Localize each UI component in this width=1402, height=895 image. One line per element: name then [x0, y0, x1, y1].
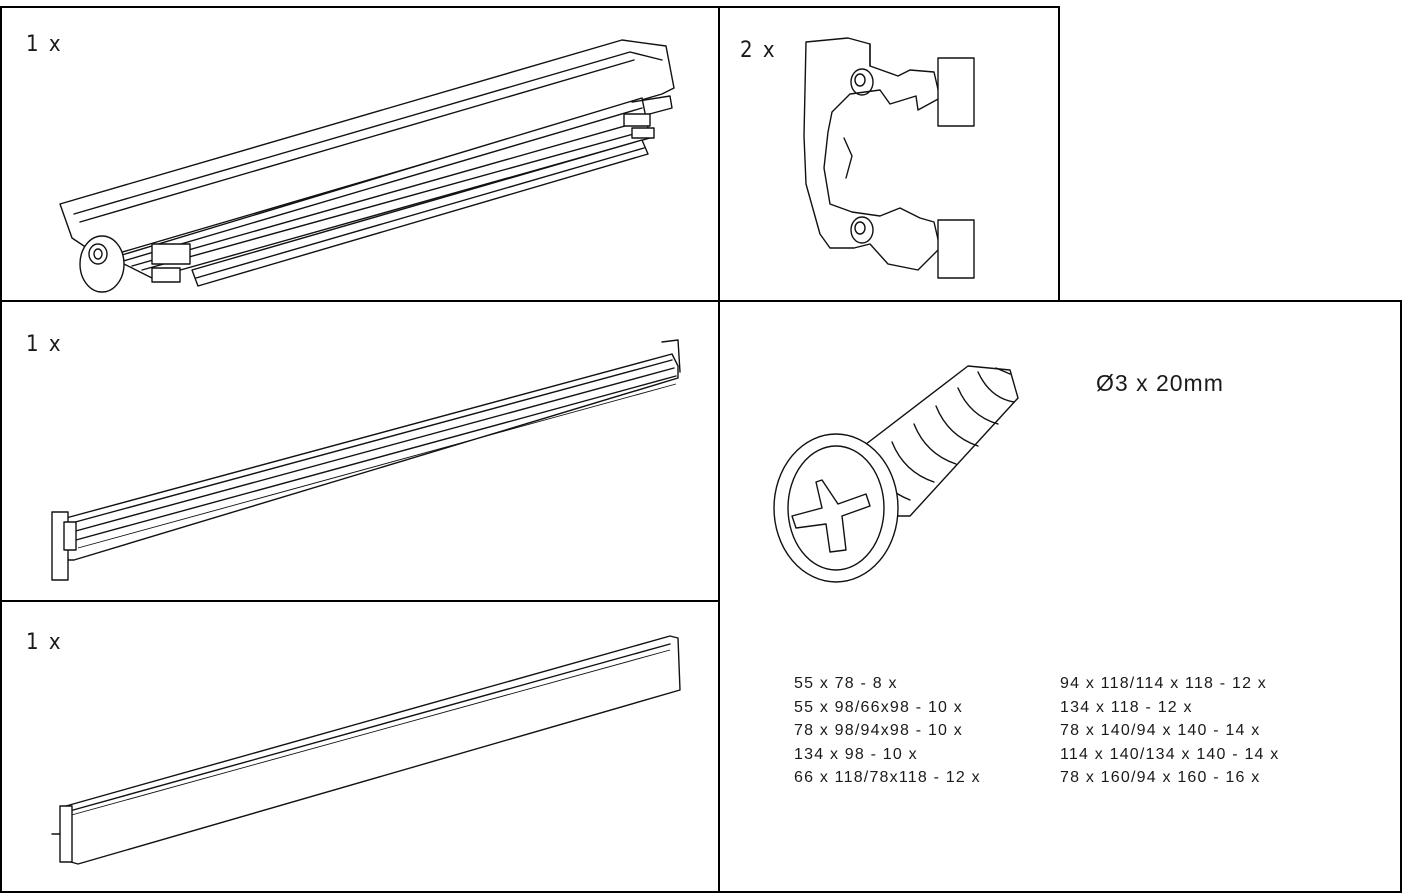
part-quantity: 2 x: [740, 38, 777, 63]
screw-spec: Ø3 x 20mm: [1096, 370, 1224, 396]
part-quantity: 1 x: [26, 332, 63, 357]
list-item: 55 x 78 - 8 x: [794, 675, 898, 692]
headrail-assembly-icon: [59, 39, 675, 293]
screw-sizes-list-left: 55 x 78 - 8 x 55 x 98/66x98 - 10 x 78 x …: [794, 672, 981, 790]
part-panel-bracket: 2 x: [718, 6, 1060, 302]
list-item: 78 x 140/94 x 140 - 14 x: [1060, 722, 1261, 739]
screw-icon: [773, 365, 1019, 583]
list-item: 78 x 98/94x98 - 10 x: [794, 722, 963, 739]
part-panel-headrail: 1 x: [0, 6, 720, 302]
part-panel-screw: Ø3 x 20mm 55 x 78 - 8 x 55 x 98/66x98 - …: [718, 300, 1402, 893]
list-item: 66 x 118/78x118 - 12 x: [794, 769, 981, 786]
part-panel-rail: 1 x: [0, 300, 720, 602]
list-item: 55 x 98/66x98 - 10 x: [794, 698, 963, 716]
list-item: 134 x 98 - 10 x: [794, 745, 918, 763]
mounting-bracket-icon: [803, 37, 975, 279]
part-quantity: 1 x: [26, 630, 63, 655]
rail-profile-icon: [51, 339, 681, 581]
screw-sizes-list-right: 94 x 118/114 x 118 - 12 x 134 x 118 - 12…: [1060, 672, 1279, 790]
list-item: 134 x 118 - 12 x: [1060, 698, 1193, 716]
list-item: 114 x 140/134 x 140 - 14 x: [1060, 745, 1280, 763]
list-item: 94 x 118/114 x 118 - 12 x: [1060, 675, 1268, 692]
part-quantity: 1 x: [26, 32, 63, 57]
part-panel-bottom-bar: 1 x: [0, 600, 720, 893]
bottom-bar-icon: [51, 635, 681, 865]
list-item: 78 x 160/94 x 160 - 16 x: [1060, 769, 1261, 786]
